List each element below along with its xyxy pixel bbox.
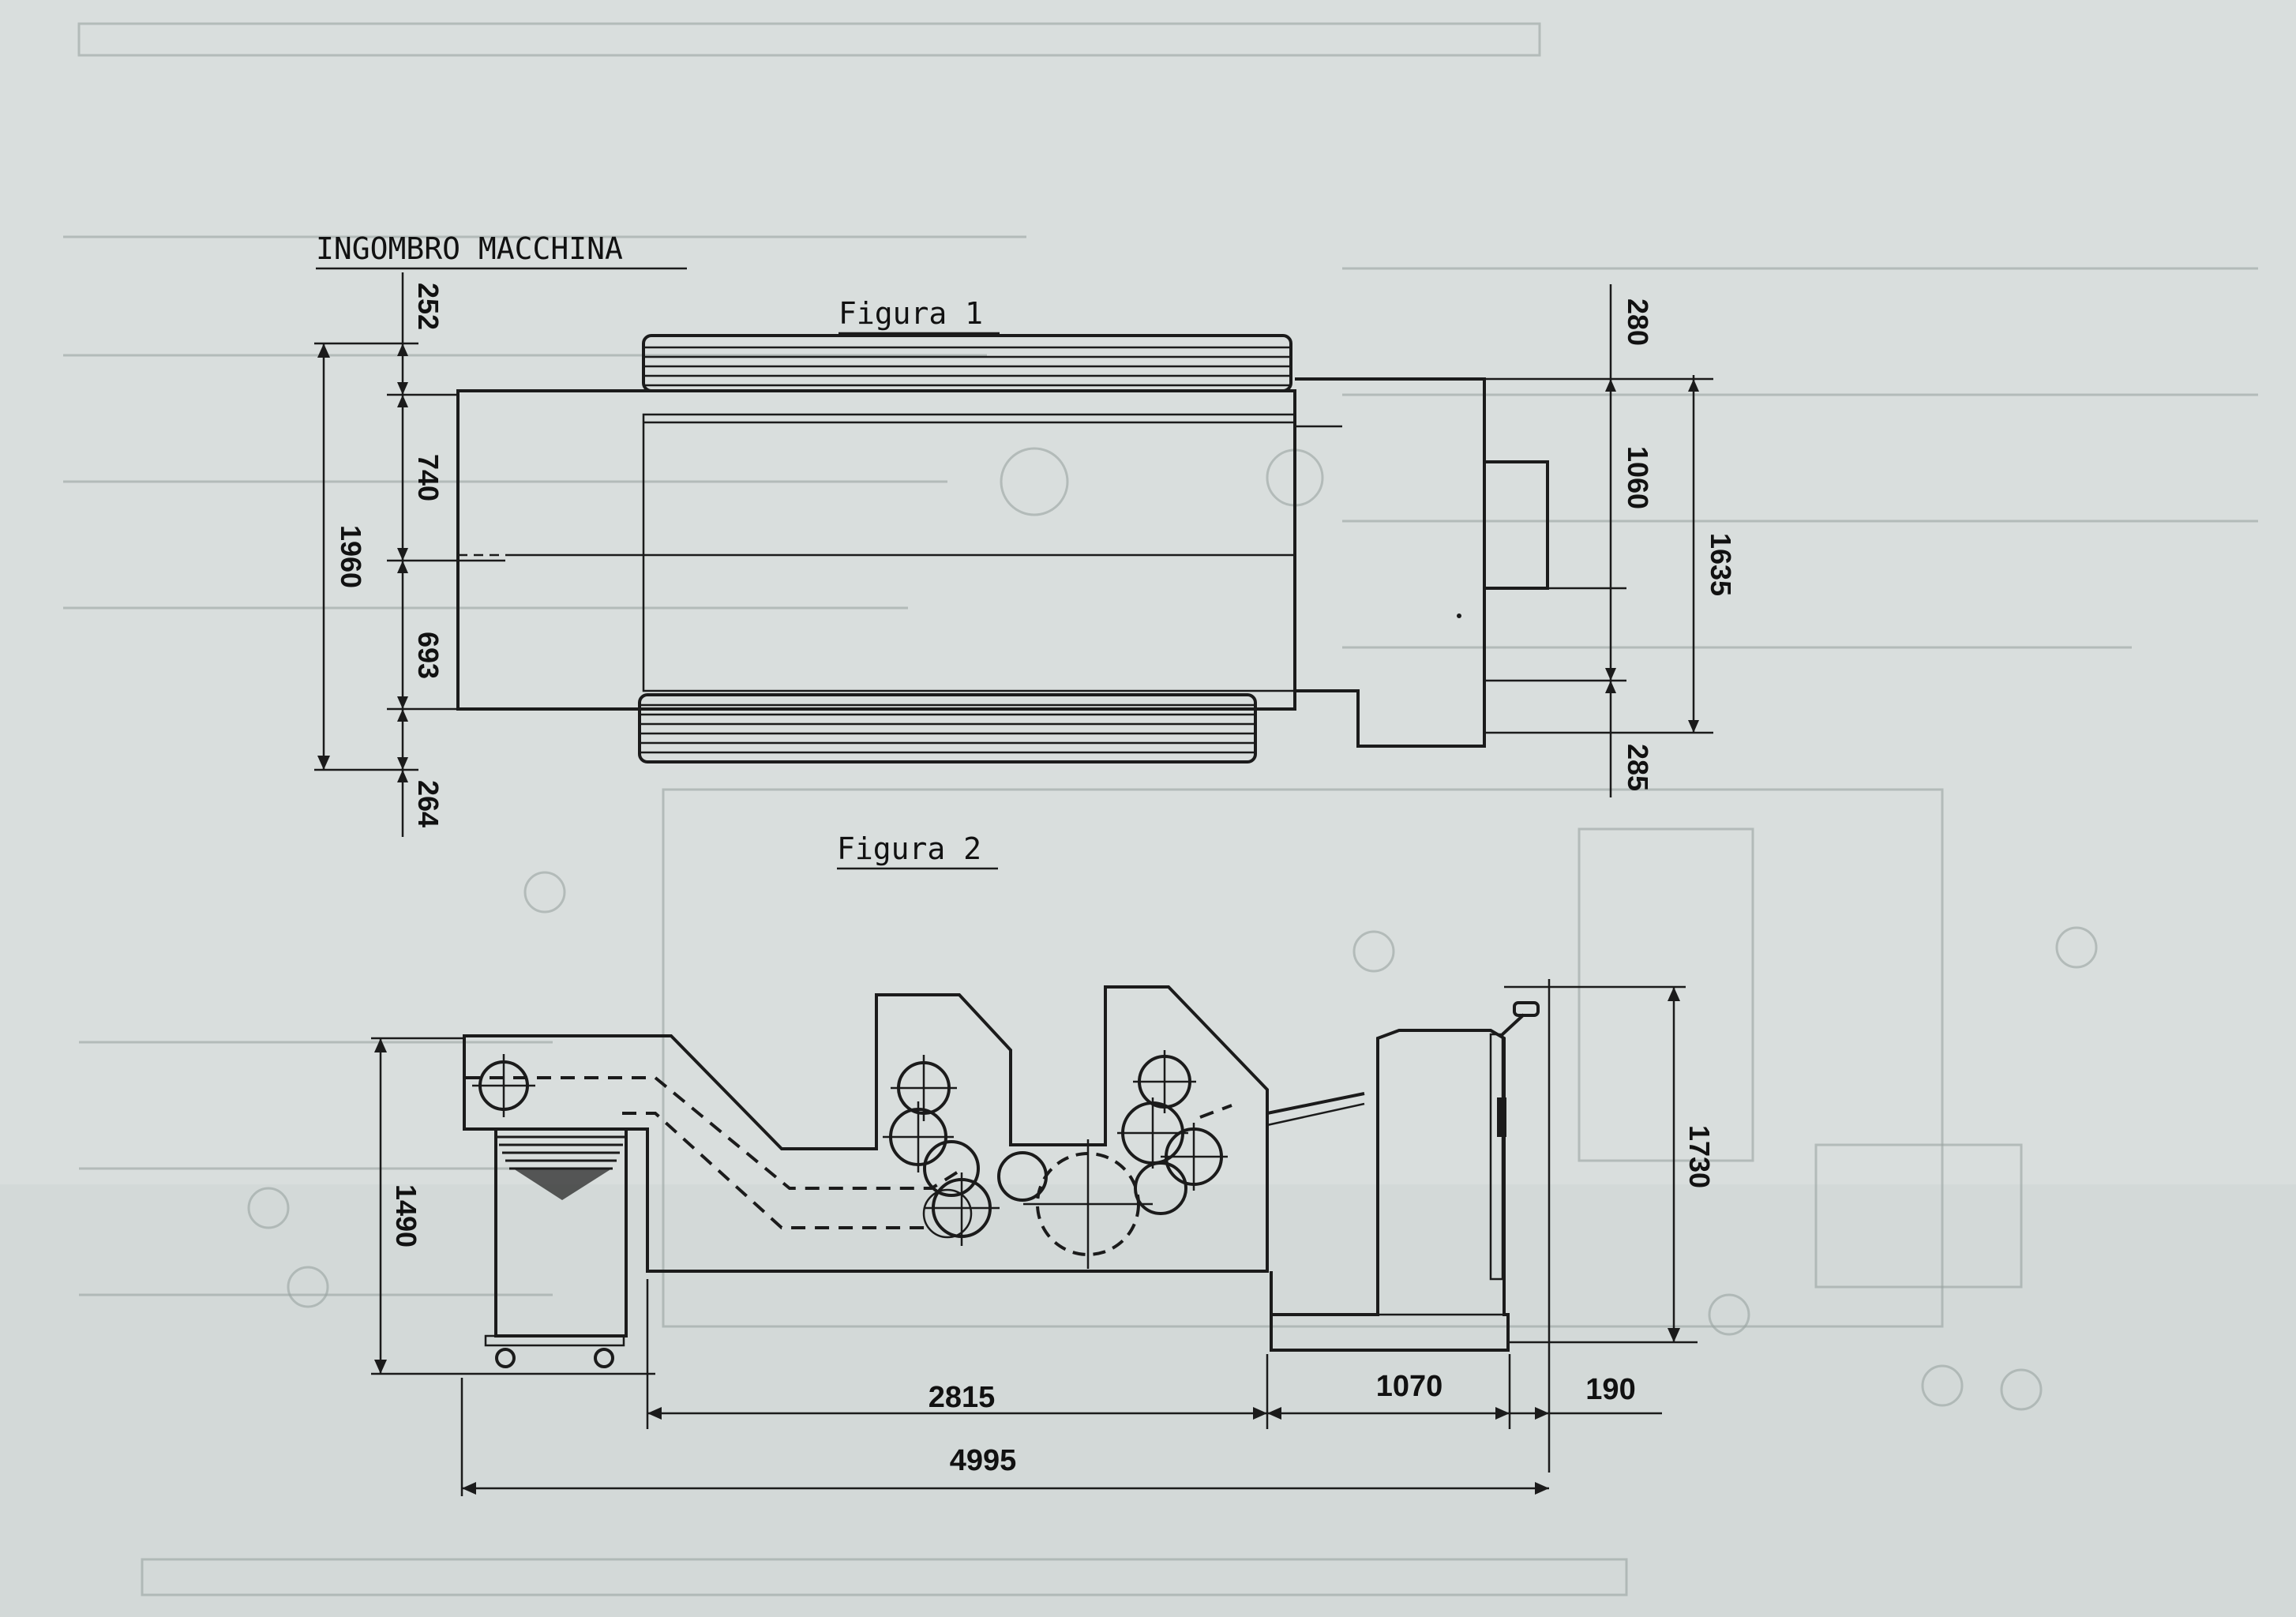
sheet-title: INGOMBRO MACCHINA bbox=[316, 231, 623, 266]
dim-length-total: 4995 bbox=[950, 1444, 1017, 1477]
figure1-plan-view bbox=[314, 272, 1713, 837]
dim-right-bottom: 285 bbox=[1622, 744, 1654, 791]
dim-right-total: 1635 bbox=[1705, 533, 1737, 596]
dim-length-offset: 190 bbox=[1585, 1373, 1635, 1406]
dim-right-middle: 1060 bbox=[1622, 446, 1654, 509]
dim-left-upper: 740 bbox=[412, 454, 445, 501]
figure1-label: Figura 1 bbox=[838, 296, 983, 331]
dim-height-right: 1730 bbox=[1683, 1125, 1716, 1188]
dim-left-top: 252 bbox=[412, 283, 445, 330]
dim-height-left: 1490 bbox=[390, 1184, 422, 1247]
figure2-label: Figura 2 bbox=[837, 831, 981, 866]
dim-length-main: 2815 bbox=[929, 1381, 996, 1414]
dim-length-delivery: 1070 bbox=[1376, 1370, 1443, 1403]
dim-left-lower: 693 bbox=[412, 632, 445, 679]
dim-left-total: 1960 bbox=[335, 525, 367, 588]
dim-left-bottom: 264 bbox=[412, 780, 445, 827]
bleed-through-artwork bbox=[63, 22, 2258, 1596]
dim-right-top: 280 bbox=[1622, 298, 1654, 346]
figure2-side-view bbox=[371, 979, 1698, 1496]
